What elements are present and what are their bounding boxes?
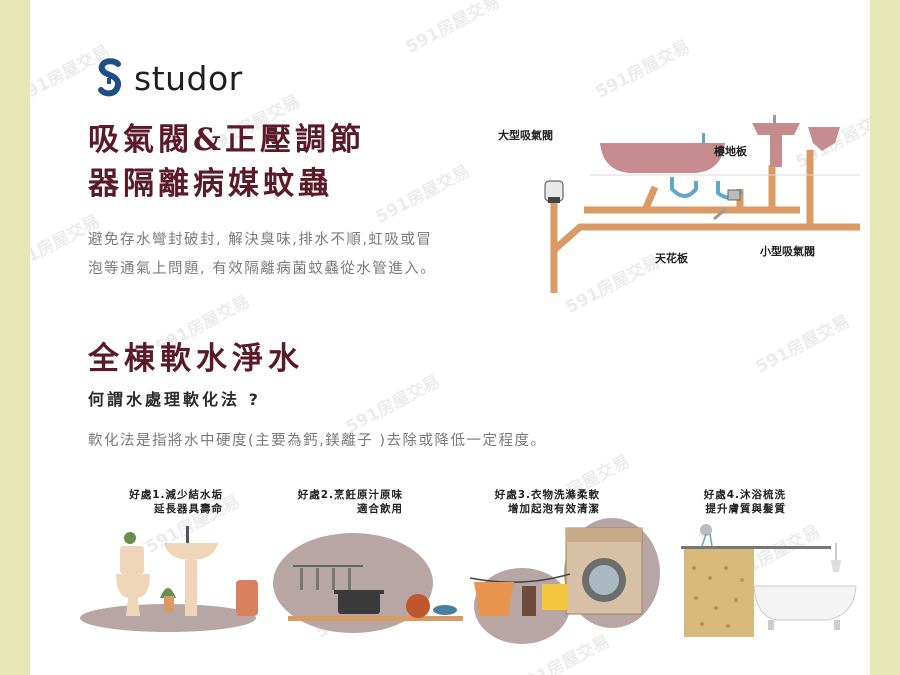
brand-logo: studor — [96, 58, 243, 98]
diagram-label-floor: 樓地板 — [714, 145, 747, 158]
benefit-line1: 好處2.烹飪原汁原味 — [297, 489, 403, 501]
section1-desc-line1: 避免存水彎封破封, 解決臭味,排水不順,虹吸或冒 — [88, 232, 433, 248]
watermark: 591房屋交易 — [592, 36, 694, 103]
watermark: 591房屋交易 — [752, 311, 854, 378]
benefit-caption: 好處2.烹飪原汁原味 適合飲用 — [293, 488, 403, 516]
benefit-caption: 好處4.沐浴梳洗 提升膚質與髮質 — [666, 488, 786, 516]
benefit-card-4: 好處4.沐浴梳洗 提升膚質與髮質 — [666, 488, 866, 648]
small-valve-icon — [727, 189, 741, 201]
benefit-card-1: 好處1.減少結水垢 延長器具壽命 — [68, 488, 268, 648]
benefit-caption: 好處1.減少結水垢 延長器具壽命 — [88, 488, 223, 516]
section1-description: 避免存水彎封破封, 解決臭味,排水不順,虹吸或冒 泡等通氣上問題, 有效隔離病菌… — [88, 226, 498, 284]
brand-name: studor — [134, 58, 243, 98]
benefit-caption: 好處3.衣物洗滌柔軟 增加起泡有效清潔 — [472, 488, 600, 516]
watermark: 591房屋交易 — [402, 0, 504, 58]
benefit-line2: 增加起泡有效清潔 — [508, 503, 600, 515]
section1-desc-line2: 泡等通氣上問題, 有效隔離病菌蚊蟲從水管進入。 — [88, 261, 437, 277]
benefit-line2: 適合飲用 — [357, 503, 403, 515]
diagram-label-large-valve: 大型吸氣閥 — [498, 129, 553, 142]
bathtub-icon — [600, 143, 725, 173]
bathroom-fixtures-illustration — [80, 526, 258, 632]
section2-title: 全棟軟水淨水 — [88, 341, 304, 377]
right-margin-band — [870, 0, 900, 675]
page: 591房屋交易 591房屋交易 591房屋交易 591房屋交易 591房屋交易 … — [30, 0, 870, 675]
benefit-card-2: 好處2.烹飪原汁原味 適合飲用 — [268, 488, 468, 648]
plumbing-illustration — [544, 115, 860, 293]
plumbing-diagram: 大型吸氣閥 樓地板 天花板 小型吸氣閥 — [490, 105, 860, 310]
section2-question: 何謂水處理軟化法 ? — [88, 390, 261, 409]
urinal-icon — [808, 127, 840, 151]
section2-description: 軟化法是指將水中硬度(主要為鈣,鎂離子 )去除或降低一定程度。 — [88, 433, 547, 449]
watermark: 591房屋交易 — [372, 161, 474, 228]
benefit-line1: 好處1.減少結水垢 — [129, 489, 223, 501]
shower-illustration — [681, 524, 857, 637]
diagram-label-small-valve: 小型吸氣閥 — [760, 245, 815, 258]
diagram-label-ceiling: 天花板 — [655, 252, 688, 265]
section1-title: 吸氣閥&正壓調節 器隔離病媒蚊蟲 — [88, 118, 365, 206]
sink-icon — [752, 123, 800, 167]
benefit-card-3: 好處3.衣物洗滌柔軟 增加起泡有效清潔 — [462, 488, 662, 648]
laundry-illustration — [469, 518, 660, 644]
section1-title-line1: 吸氣閥&正壓調節 — [88, 122, 365, 158]
section1-title-line2: 器隔離病媒蚊蟲 — [88, 166, 333, 202]
studor-logo-icon — [98, 58, 122, 97]
kitchen-illustration — [273, 533, 463, 633]
left-margin-band — [0, 0, 30, 675]
benefit-line2: 延長器具壽命 — [154, 503, 223, 515]
benefit-line2: 提升膚質與髮質 — [705, 503, 786, 515]
benefit-line1: 好處3.衣物洗滌柔軟 — [494, 489, 600, 501]
watermark: 591房屋交易 — [342, 371, 444, 438]
benefit-line1: 好處4.沐浴梳洗 — [703, 489, 786, 501]
